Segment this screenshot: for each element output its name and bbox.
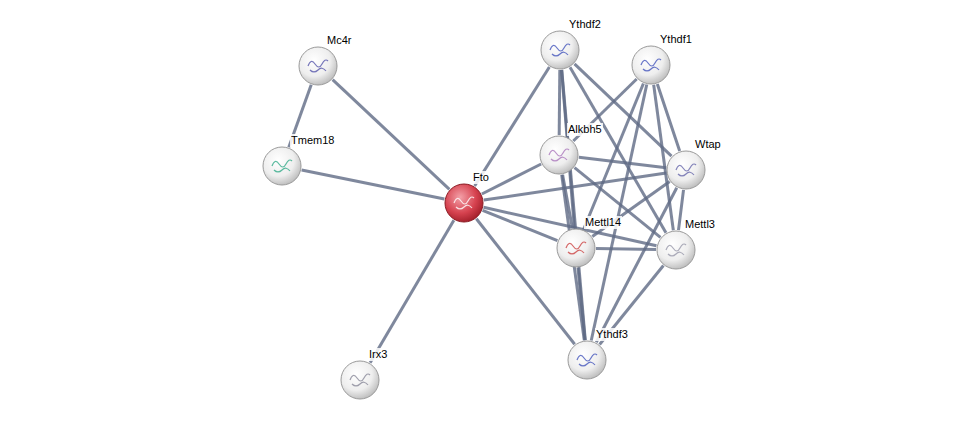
interaction-edge — [578, 268, 585, 340]
node-circle — [556, 228, 596, 268]
interaction-edge — [678, 190, 683, 230]
interaction-edge — [579, 157, 666, 167]
node-circle — [567, 340, 607, 380]
protein-node: Mettl14 — [556, 228, 596, 268]
protein-node: Ythdf2 — [540, 30, 580, 70]
interaction-edge — [562, 70, 586, 340]
node-label: Mettl14 — [584, 216, 622, 229]
node-label: Ythdf2 — [568, 18, 602, 31]
node-label: Tmem18 — [290, 134, 335, 147]
interaction-edge — [570, 67, 666, 232]
node-circle — [656, 230, 696, 270]
protein-node: Ythdf1 — [631, 45, 671, 85]
protein-node: Alkbh5 — [539, 135, 579, 175]
node-circle — [298, 46, 338, 86]
protein-node: Ythdf3 — [567, 340, 607, 380]
protein-node: Fto — [444, 183, 484, 223]
protein-node: Irx3 — [340, 360, 380, 400]
interaction-edge — [302, 170, 445, 199]
interaction-edge — [575, 168, 661, 238]
node-label: Wtap — [694, 138, 722, 151]
interaction-edge — [475, 67, 550, 186]
node-circle — [444, 183, 484, 223]
interaction-edge — [482, 164, 541, 194]
interaction-edge — [558, 70, 562, 135]
node-label: Mc4r — [326, 34, 352, 47]
protein-node: Wtap — [666, 150, 706, 190]
interaction-edge — [654, 85, 674, 230]
node-circle — [340, 360, 380, 400]
node-label: Alkbh5 — [567, 123, 603, 136]
interaction-edge — [370, 220, 454, 363]
node-label: Fto — [472, 171, 490, 184]
node-label: Ythdf3 — [595, 328, 629, 341]
node-circle — [540, 30, 580, 70]
node-label: Irx3 — [368, 348, 388, 361]
protein-node: Mc4r — [298, 46, 338, 86]
node-circle — [666, 150, 706, 190]
node-circle — [539, 135, 579, 175]
node-label: Ythdf1 — [659, 33, 693, 46]
protein-node: Tmem18 — [262, 146, 302, 186]
node-circle — [262, 146, 302, 186]
node-label: Mettl3 — [684, 218, 716, 231]
node-circle — [631, 45, 671, 85]
interaction-edge — [596, 248, 656, 249]
interaction-edge — [333, 80, 450, 190]
protein-node: Mettl3 — [656, 230, 696, 270]
